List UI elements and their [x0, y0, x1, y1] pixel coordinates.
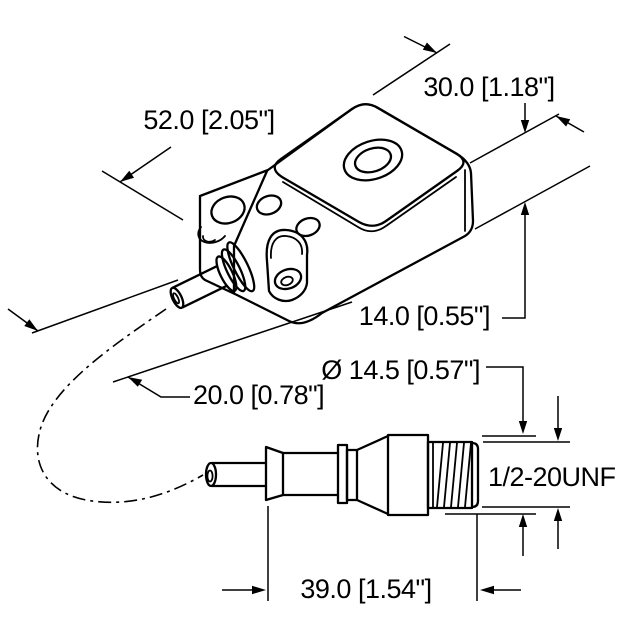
sensing-face-plate-thickness [282, 176, 457, 233]
top-hole-small-1 [255, 194, 283, 216]
dim-length-ext-line [101, 170, 184, 221]
connector-cone [355, 434, 390, 516]
connector-step-ring-1 [336, 443, 349, 505]
sensing-face-plate [273, 103, 465, 227]
body-width-label: 30.0 [1.18"] [423, 72, 554, 102]
mounting-slot-lip [270, 235, 303, 259]
dim-length-arrowhead [120, 170, 134, 182]
connector-thread-crests [436, 442, 472, 508]
dim-conn-length-arrowhead-right [480, 585, 494, 595]
dim-thread-arrowhead-up [553, 508, 563, 521]
dim-width-arrowhead-1 [422, 42, 437, 53]
top-hole-small-2 [295, 216, 321, 238]
mounting-hole-bottom [280, 275, 294, 287]
dimension-labels: 52.0 [2.05"] 30.0 [1.18"] 14.0 [0.55"] Ø… [143, 72, 616, 604]
connector-thread-label: 1/2-20UNF [488, 462, 616, 492]
dim-offset-ext-line-2 [112, 301, 353, 383]
dim-diameter-arrowhead-down [518, 421, 528, 434]
top-hole-large [210, 195, 246, 225]
connector-view [204, 433, 480, 517]
top-hole-large-counterbore [197, 226, 226, 244]
dim-offset-ext-line-1 [31, 279, 179, 334]
connector-cable-end [204, 461, 218, 488]
dim-height-ext-line [474, 165, 591, 230]
dim-diameter-arrowhead-up [518, 514, 528, 527]
body-height-label: 14.0 [0.55"] [359, 301, 490, 331]
dim-height-arrowhead-up [520, 202, 530, 215]
sensing-ring-outer [342, 138, 404, 182]
dim-diameter-leader [486, 366, 524, 422]
dim-width-arrowhead-2 [556, 116, 571, 127]
connector-cable-end-core [206, 469, 214, 483]
sensor-body-view [169, 103, 475, 325]
connector-boot-cylinder [281, 451, 340, 497]
dim-thread-arrowhead-down [553, 428, 563, 441]
connector-knurled-ring [386, 433, 430, 517]
sensing-ring-inner [353, 146, 393, 174]
mounting-hole [273, 267, 303, 291]
connector-diameter-label: Ø 14.5 [0.57"] [321, 355, 480, 385]
dim-offset-arrowhead-2 [128, 377, 143, 387]
hole-offset-label: 20.0 [0.78"] [193, 380, 324, 410]
connector-cable [210, 461, 268, 488]
dim-height-arrowhead-down [520, 120, 530, 133]
connector-end-cap [470, 441, 480, 509]
cable-gland [169, 241, 256, 310]
connector-strain-relief-flange [264, 445, 285, 502]
connector-step-ring-2 [345, 448, 359, 502]
cable-phantom-curve [36, 308, 204, 504]
dim-height-line-bottom [502, 214, 526, 319]
dimension-annotations [7, 35, 591, 601]
mounting-slot-outline [265, 228, 309, 303]
dim-width-ext-line-2 [469, 113, 560, 164]
dim-offset-arrowhead-1 [24, 319, 38, 331]
body-length-label: 52.0 [2.05"] [143, 105, 274, 135]
connector-length-label: 39.0 [1.54"] [300, 574, 431, 604]
dim-conn-length-arrowhead-left [252, 585, 266, 595]
